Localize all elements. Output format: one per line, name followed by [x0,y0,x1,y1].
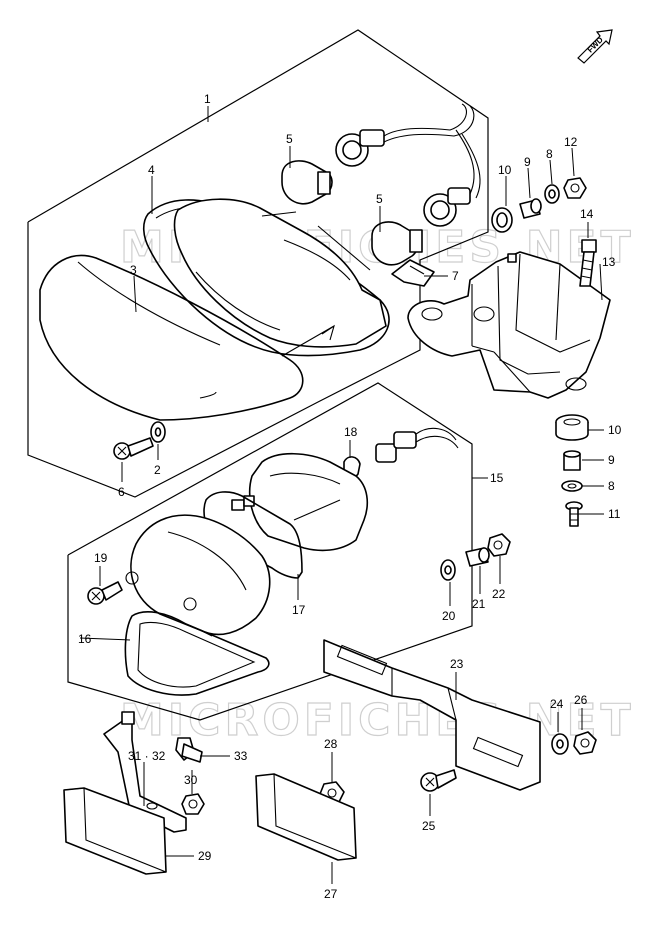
callout-5-lower: 5 [376,192,383,206]
callout-9-lower: 9 [608,453,615,467]
part-10-grommet-lower [555,414,589,441]
part-11-bolt [565,501,583,527]
part-23-plate-bracket [323,639,541,791]
callout-31-32: 31 · 32 [128,749,166,763]
callout-2: 2 [154,463,161,477]
part-16-reflector [124,611,270,696]
part-19-screw [87,581,123,605]
part-26-nut [573,731,597,755]
part-3-lens [39,254,304,421]
part-22-nut [487,533,511,557]
part-17-housing [231,452,369,552]
callout-30: 30 [184,773,198,787]
part-12-nut [563,177,587,199]
part-8-washer-lower [561,480,583,492]
part-29-reflector [63,787,167,875]
callout-22: 22 [492,587,506,601]
part-21-collar [465,547,490,567]
part-6-screw [113,437,154,460]
part-5-bulb-upper [281,160,333,205]
part-1-housing [173,198,387,357]
watermark-bottom: MICROFICHES.NET [120,695,635,746]
part-9-collar-lower [563,450,581,471]
callout-18: 18 [344,425,358,439]
callout-9-upper: 9 [524,155,531,169]
part-5-bulb-lower [371,221,423,266]
leader-lines [79,106,604,884]
callout-1: 1 [204,92,211,106]
part-27-reflector [255,773,357,861]
callout-29: 29 [198,849,212,863]
callout-numbers: 1 2 3 4 5 5 6 7 8 8 9 9 10 10 11 12 13 1… [78,92,622,901]
callout-4: 4 [148,163,155,177]
fwd-arrow-icon: FWD [577,29,613,64]
callout-27: 27 [324,887,338,901]
part-33-bolt [175,737,203,763]
part-8-washer-upper [544,184,560,204]
callout-23: 23 [450,657,464,671]
callout-24: 24 [550,697,564,711]
callout-10-lower: 10 [608,423,622,437]
wiring-harness [335,103,481,227]
callout-8-lower: 8 [608,479,615,493]
plate-lamp-harness [375,427,459,463]
callout-21: 21 [472,597,486,611]
callout-16: 16 [78,632,92,646]
part-9-collar-upper [519,198,542,219]
callout-7: 7 [452,269,459,283]
callout-33: 33 [234,749,248,763]
callout-13: 13 [602,255,616,269]
part-7-clip [391,259,435,287]
callout-19: 19 [94,551,108,565]
part-13-bracket [407,251,611,399]
part-24-washer [551,733,569,755]
assembly-15-frame [67,382,473,721]
part-14-bolt [579,239,597,287]
callout-10-upper: 10 [498,163,512,177]
part-30-nut [181,793,205,815]
part-2-washer [150,421,166,443]
callout-20: 20 [442,609,456,623]
part-25-screw [420,769,457,792]
callout-17: 17 [292,603,306,617]
part-31-32-reflector-bracket [103,711,187,833]
callout-12: 12 [564,135,578,149]
part-16-lens [125,514,271,637]
callout-6: 6 [118,485,125,499]
callout-14: 14 [580,207,594,221]
callout-8-upper: 8 [546,147,553,161]
callout-11: 11 [608,507,621,521]
part-20-washer [440,559,456,581]
callout-3: 3 [130,263,137,277]
callout-25: 25 [422,819,436,833]
callout-26: 26 [574,693,588,707]
callout-28: 28 [324,737,338,751]
part-10-grommet-upper [491,207,513,233]
callout-5-upper: 5 [286,132,293,146]
callout-15: 15 [490,471,504,485]
